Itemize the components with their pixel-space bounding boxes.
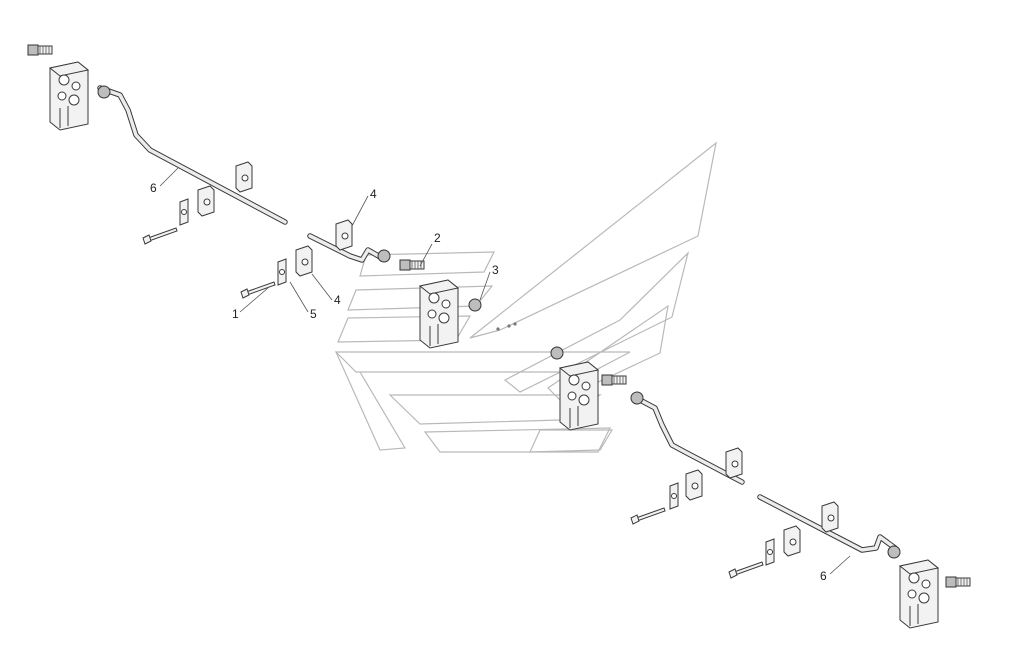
callout-label: 6: [150, 181, 157, 195]
threaded-fitting: [27, 44, 53, 56]
mounting-bracket: [49, 61, 89, 131]
callout-label: 4: [370, 187, 377, 201]
callout-label: 1: [232, 307, 239, 321]
tube-right: [637, 397, 898, 553]
callout-label: 4: [334, 293, 341, 307]
clamp: [235, 161, 253, 193]
union-nut: [377, 249, 391, 263]
callout-label: 3: [492, 263, 499, 277]
bolt: [142, 227, 178, 245]
callout-label: 6: [820, 569, 827, 583]
callout-label: 2: [434, 231, 441, 245]
clamp: [335, 219, 353, 251]
background-logo: [334, 141, 717, 453]
mounting-bracket: [559, 361, 599, 431]
clamp-plate: [765, 538, 775, 566]
clamp: [725, 447, 743, 479]
bolt: [630, 507, 666, 525]
bolt: [240, 281, 276, 299]
mounting-bracket: [419, 279, 459, 349]
clamp-plate: [179, 198, 189, 226]
threaded-fitting: [945, 576, 971, 588]
threaded-fitting: [601, 374, 627, 386]
clamp: [197, 185, 215, 217]
clamp: [821, 501, 839, 533]
clamp-plate: [277, 258, 287, 286]
union-nut: [97, 85, 111, 99]
nut: [550, 346, 564, 360]
clamp: [783, 525, 801, 557]
mounting-bracket: [899, 559, 939, 629]
nut: [468, 298, 482, 312]
clamp-plate: [669, 482, 679, 510]
clamp: [685, 469, 703, 501]
union-nut: [630, 391, 644, 405]
leader-lines: [159, 167, 851, 575]
bolt: [728, 561, 764, 579]
clamp: [295, 245, 313, 277]
tube-left: [97, 85, 385, 263]
callout-label: 5: [310, 307, 317, 321]
union-nut: [887, 545, 901, 559]
